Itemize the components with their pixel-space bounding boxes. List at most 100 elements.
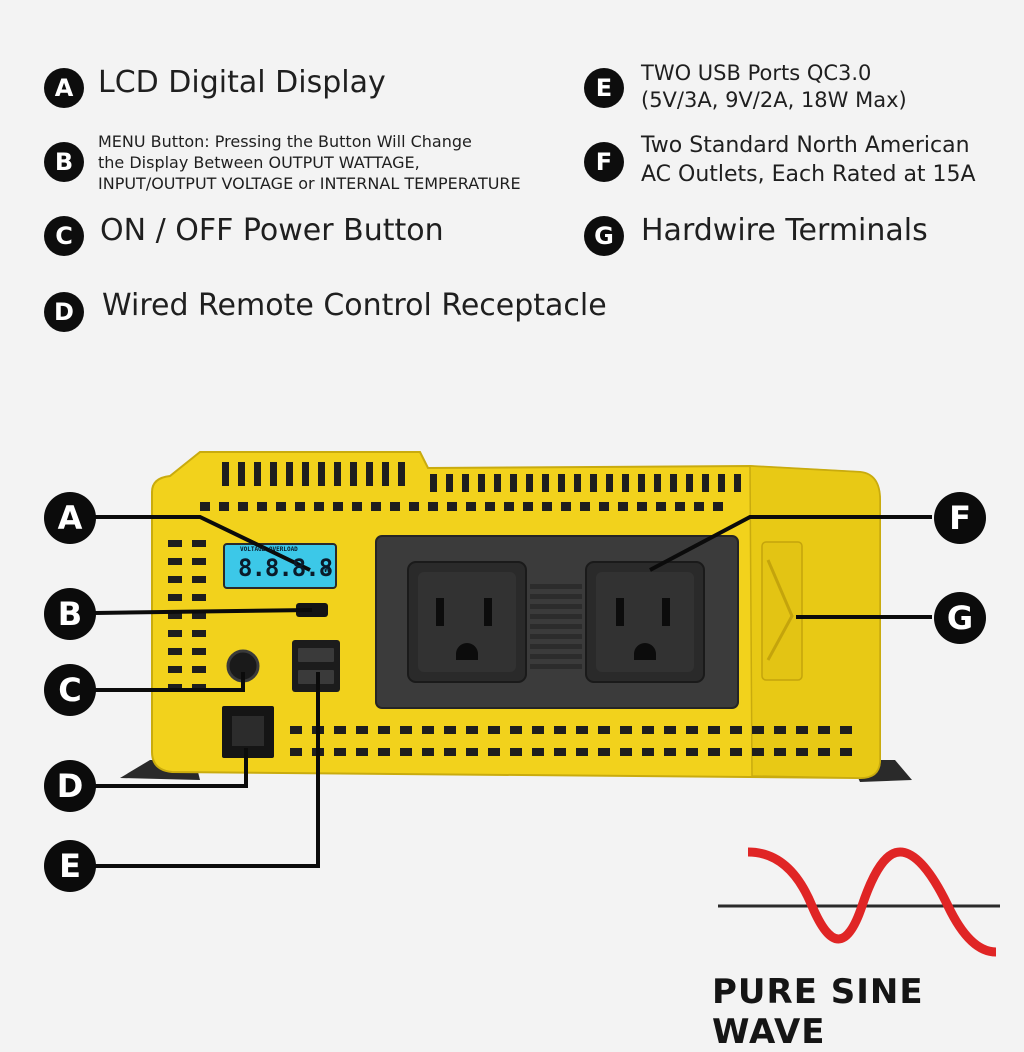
vent-slot [606,474,613,492]
vent-slot [530,624,582,629]
vent-slot [620,726,632,734]
vent-slot [718,474,725,492]
vent-slot [774,748,786,756]
feature-b-label: MENU Button: Pressing the Button Will Ch… [98,132,521,194]
vent-slot [530,584,582,589]
vent-slot [542,502,552,511]
vent-slot [675,502,685,511]
vent-slot [510,474,517,492]
vent-slot [352,502,362,511]
vent-slot [840,748,852,756]
vent-slot [366,462,373,486]
vent-slot [192,612,206,619]
vent-slot [670,474,677,492]
vent-slot [168,594,182,601]
vent-slot [290,726,302,734]
vent-slot [694,502,704,511]
vent-slot [576,726,588,734]
vent-slot [558,474,565,492]
vent-slot [257,502,267,511]
vent-slot [702,474,709,492]
vent-slot [510,748,522,756]
vent-slot [708,726,720,734]
vent-slot [378,726,390,734]
vent-slot [818,726,830,734]
vent-slot [276,502,286,511]
vent-slot [561,502,571,511]
vent-slot [530,654,582,659]
vent-slot [620,748,632,756]
vent-slot [168,630,182,637]
feature-e-line-1: TWO USB Ports QC3.0 [641,61,872,85]
vent-slot [598,748,610,756]
vent-slot [466,502,476,511]
vent-slot [314,502,324,511]
vent-slot [638,474,645,492]
vent-slot [466,748,478,756]
vent-slot [400,726,412,734]
vent-slot [664,726,676,734]
feature-b-line-1: MENU Button: Pressing the Button Will Ch… [98,132,472,151]
vent-slot [554,726,566,734]
vent-slot [168,558,182,565]
feature-b-line-2: the Display Between OUTPUT WATTAGE, [98,152,420,172]
lcd-digits: 8.8.8.8 [238,554,333,582]
feature-f-line-1: Two Standard North American [641,133,970,158]
vent-slot [333,502,343,511]
vent-slot [730,726,742,734]
vent-slot [222,462,229,486]
badge-f: F [584,142,624,182]
vent-slot [430,474,437,492]
vent-slot [462,474,469,492]
vent-slot [654,474,661,492]
vent-slot [530,664,582,669]
vent-slot [752,726,764,734]
vent-slot [238,502,248,511]
vent-slot [752,748,764,756]
vent-slot [422,726,434,734]
vent-slot [622,474,629,492]
vent-slot [390,502,400,511]
vent-slot [734,474,741,492]
vent-slot [708,748,720,756]
vent-slot [446,474,453,492]
vent-slot [530,634,582,639]
vent-slot [580,502,590,511]
vent-slot [378,748,390,756]
callout-b: B [44,588,96,640]
vent-slot [168,612,182,619]
vent-slot [356,748,368,756]
vent-slot [466,726,478,734]
feature-e-line-2: (5V/3A, 9V/2A, 18W Max) [641,88,907,113]
feature-d-label: Wired Remote Control Receptacle [102,288,607,323]
lcd-top-text: VOLTAGE OVERLOAD [240,546,298,553]
badge-g: G [584,216,624,256]
vent-slot [334,726,346,734]
vent-slot [192,558,206,565]
vent-slot [398,462,405,486]
badge-a: A [44,68,84,108]
vent-slot [350,462,357,486]
vent-slot [447,502,457,511]
vent-slot [409,502,419,511]
vent-slot [382,462,389,486]
vent-slot [168,684,182,691]
feature-c-label: ON / OFF Power Button [100,213,444,248]
vent-slot [238,462,245,486]
vent-slot [686,726,698,734]
vent-slot [576,748,588,756]
vent-slot [192,648,206,655]
sine-wave-icon [747,847,997,957]
callout-g: G [934,592,986,644]
vent-slot [796,748,808,756]
badge-d: D [44,292,84,332]
vent-slot [444,748,456,756]
vent-slot [530,614,582,619]
vent-slot [219,502,229,511]
vent-slot [542,474,549,492]
vent-slot [574,474,581,492]
vent-slot [168,648,182,655]
vent-slot [774,726,786,734]
vent-slot [192,684,206,691]
vent-slot [444,726,456,734]
